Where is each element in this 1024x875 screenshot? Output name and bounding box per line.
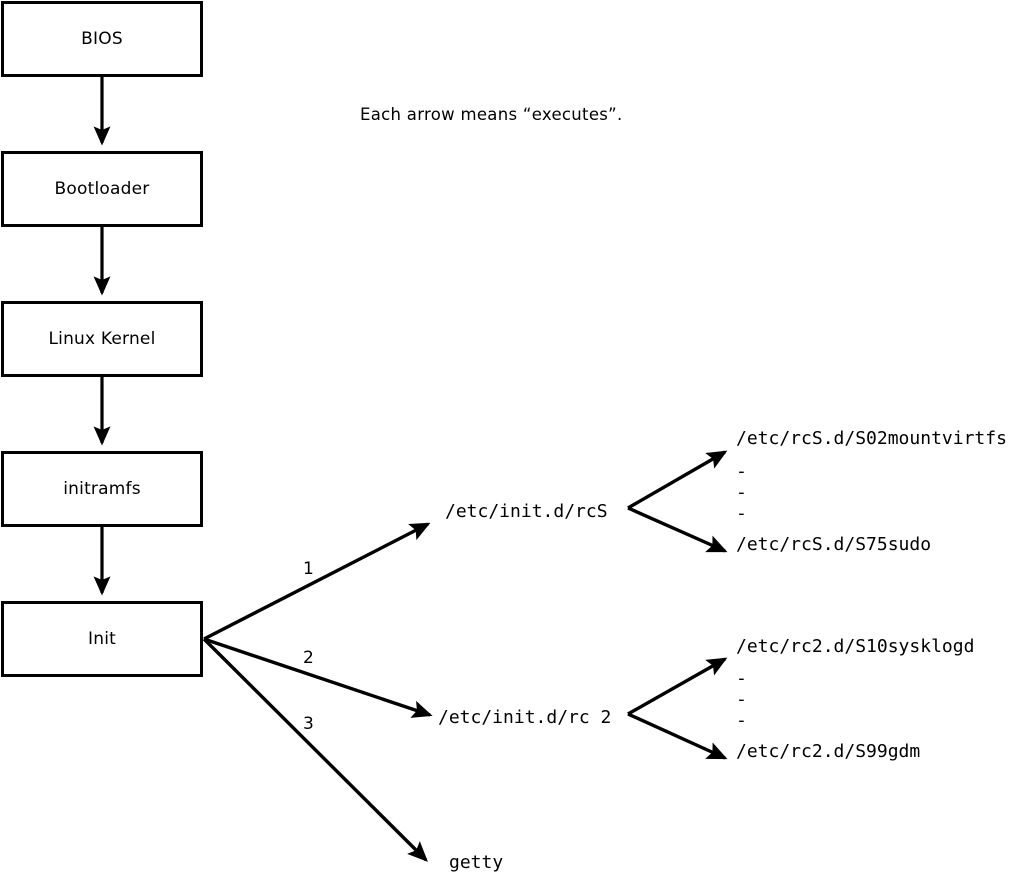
edge-init-to-getty bbox=[202, 637, 428, 862]
script-rc2-ellipsis-3: - bbox=[736, 710, 747, 731]
edge-rcs-to-first-script bbox=[627, 450, 728, 510]
edge-init-to-rcs bbox=[203, 522, 431, 641]
node-bootloader: Bootloader bbox=[1, 151, 203, 227]
legend-note: Each arrow means “executes”. bbox=[360, 105, 623, 124]
edge-label-2: 2 bbox=[303, 648, 314, 668]
node-linux-kernel-label: Linux Kernel bbox=[48, 328, 156, 349]
edge-rcs-to-last-script bbox=[627, 506, 728, 553]
edge-label-3: 3 bbox=[303, 714, 314, 734]
script-rcs-last: /etc/rcS.d/S75sudo bbox=[736, 534, 932, 555]
script-rc2-ellipsis-2: - bbox=[736, 689, 747, 710]
node-etc-init-d-rcs: /etc/init.d/rcS bbox=[445, 501, 608, 522]
script-rcs-ellipsis-1: - bbox=[736, 461, 747, 482]
node-linux-kernel: Linux Kernel bbox=[1, 301, 203, 377]
node-init-label: Init bbox=[88, 628, 116, 649]
node-initramfs-label: initramfs bbox=[63, 478, 141, 499]
node-etc-init-d-rc-2: /etc/init.d/rc 2 bbox=[438, 707, 612, 728]
node-getty: getty bbox=[449, 852, 504, 873]
script-rc2-first: /etc/rc2.d/S10sysklogd bbox=[736, 636, 975, 657]
edge-label-1: 1 bbox=[303, 559, 314, 579]
node-initramfs: initramfs bbox=[1, 451, 203, 527]
edge-rc2-to-last-script bbox=[627, 712, 728, 760]
script-rcs-ellipsis-2: - bbox=[736, 482, 747, 503]
edge-init-to-rc2 bbox=[203, 637, 433, 718]
script-rcs-first: /etc/rcS.d/S02mountvirtfs bbox=[736, 428, 1007, 449]
script-rc2-ellipsis-1: - bbox=[736, 668, 747, 689]
script-rc2-last: /etc/rc2.d/S99gdm bbox=[736, 741, 921, 762]
node-init: Init bbox=[1, 601, 203, 677]
edge-rc2-to-first-script bbox=[627, 657, 728, 716]
node-bootloader-label: Bootloader bbox=[54, 178, 150, 199]
node-bios: BIOS bbox=[1, 1, 203, 77]
script-rcs-ellipsis-3: - bbox=[736, 503, 747, 524]
node-bios-label: BIOS bbox=[81, 28, 123, 49]
